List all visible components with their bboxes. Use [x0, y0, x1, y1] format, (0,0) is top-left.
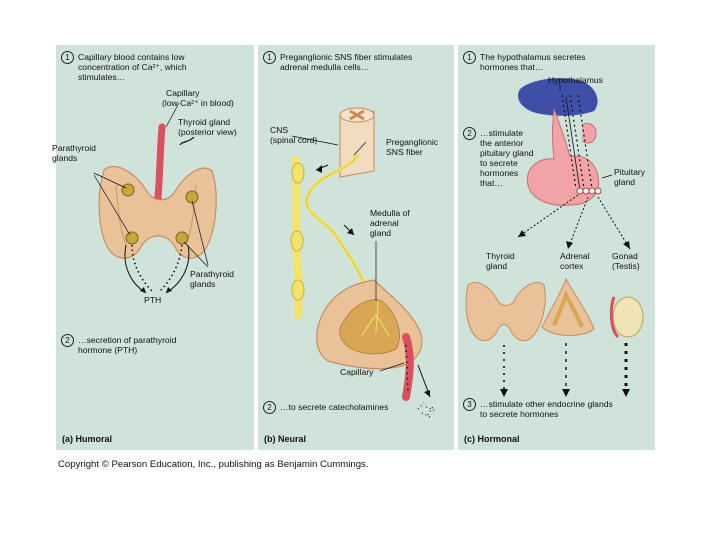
gonad-sublabel: (Testis) — [612, 261, 640, 271]
step-2-marker: 2 — [263, 401, 276, 414]
capillary-label: Capillary — [166, 88, 200, 98]
hormonal-step-2-line-1: …stimulate — [480, 128, 523, 138]
panel-humoral: 1 Capillary blood contains low concentra… — [52, 45, 254, 450]
copyright-notice: Copyright © Pearson Education, Inc., pub… — [58, 459, 369, 470]
neural-step-1-line-1: Preganglionic SNS fiber stimulates — [280, 52, 413, 62]
hormonal-step-2-line-6: that… — [480, 178, 503, 188]
step-1-marker: 1 — [263, 51, 276, 64]
parathyroid-label-right: Parathyroid — [190, 269, 234, 279]
hormonal-step-2-line-2: the anterior — [480, 138, 524, 148]
pth-label: PTH — [144, 295, 162, 305]
gonad-label: Gonad — [612, 251, 638, 261]
panel-caption-hormonal: (c) Hormonal — [464, 434, 520, 444]
target-adrenal-shape — [541, 277, 595, 336]
capillary-sublabel: (low Ca²⁺ in blood) — [162, 98, 234, 108]
panel-caption-humoral: (a) Humoral — [62, 434, 113, 444]
sns-fiber-label: Preganglionic — [386, 137, 439, 147]
cns-sublabel: (spinal cord) — [270, 135, 318, 145]
medulla-label-3: gland — [370, 228, 392, 238]
pituitary-label: Pituitary — [614, 167, 646, 177]
pituitary-sublabel: gland — [614, 177, 636, 187]
hormonal-step-3-line-1: …stimulate other endocrine glands — [480, 399, 613, 409]
pituitary-gland-shape — [526, 108, 600, 206]
hormonal-step-2-line-4: to secrete — [480, 158, 518, 168]
humoral-illustration — [93, 102, 217, 294]
adrenal-label: Adrenal — [560, 251, 590, 261]
target-gonad-shape — [612, 296, 644, 338]
humoral-step-1-line-2: concentration of Ca²⁺, which — [78, 62, 187, 72]
parathyroid-label-left: Parathyroid — [52, 143, 96, 153]
humoral-step-1-line-3: stimulates… — [78, 72, 126, 82]
panel-neural: 1 Preganglionic SNS fiber stimulates adr… — [258, 45, 454, 450]
medulla-label-1: Medulla of — [370, 208, 410, 218]
step-1-marker: 1 — [463, 51, 476, 64]
adrenal-sublabel: cortex — [560, 261, 584, 271]
medulla-label-2: adrenal — [370, 218, 399, 228]
capillary-label: Capillary — [340, 367, 374, 377]
hormonal-step-2-line-3: pituitary gland — [480, 148, 534, 158]
hormonal-step-3-line-2: to secrete hormones — [480, 409, 559, 419]
target-thyroid-shape — [465, 281, 546, 342]
step-3-marker: 3 — [463, 398, 476, 411]
sns-fiber-sublabel: SNS fiber — [386, 147, 423, 157]
thyroid-gland-label: Thyroid gland — [178, 117, 231, 127]
thyroid-label: Thyroid — [486, 251, 515, 261]
step-1-marker: 1 — [61, 51, 74, 64]
hypothalamus-shape — [517, 78, 598, 116]
step-2-marker: 2 — [61, 334, 74, 347]
panel-hormonal: 1 The hypothalamus secretes hormones tha… — [458, 45, 655, 450]
panel-caption-neural: (b) Neural — [264, 434, 307, 444]
hormonal-step-1-line-1: The hypothalamus secretes — [480, 52, 586, 62]
step-2-marker: 2 — [463, 127, 476, 140]
hormonal-step-2-line-5: hormones — [480, 168, 519, 178]
humoral-step-2-line-1: …secretion of parathyroid — [78, 335, 177, 345]
neural-illustration — [290, 107, 437, 418]
parathyroid-label-right-2: glands — [190, 279, 216, 289]
thyroid-gland-sublabel: (posterior view) — [178, 127, 237, 137]
neural-step-2-line-1: …to secrete catecholamines — [280, 402, 389, 412]
humoral-step-2-line-2: hormone (PTH) — [78, 345, 138, 355]
parathyroid-label-left-2: glands — [52, 153, 78, 163]
neural-step-1-line-2: adrenal medulla cells… — [280, 62, 370, 72]
hormonal-illustration — [465, 78, 644, 397]
hypothalamus-label: Hypothalamus — [548, 75, 603, 85]
thyroid-sublabel: gland — [486, 261, 508, 271]
hormonal-step-1-line-2: hormones that… — [480, 62, 544, 72]
humoral-step-1-line-1: Capillary blood contains low — [78, 52, 185, 62]
cns-label: CNS — [270, 125, 289, 135]
